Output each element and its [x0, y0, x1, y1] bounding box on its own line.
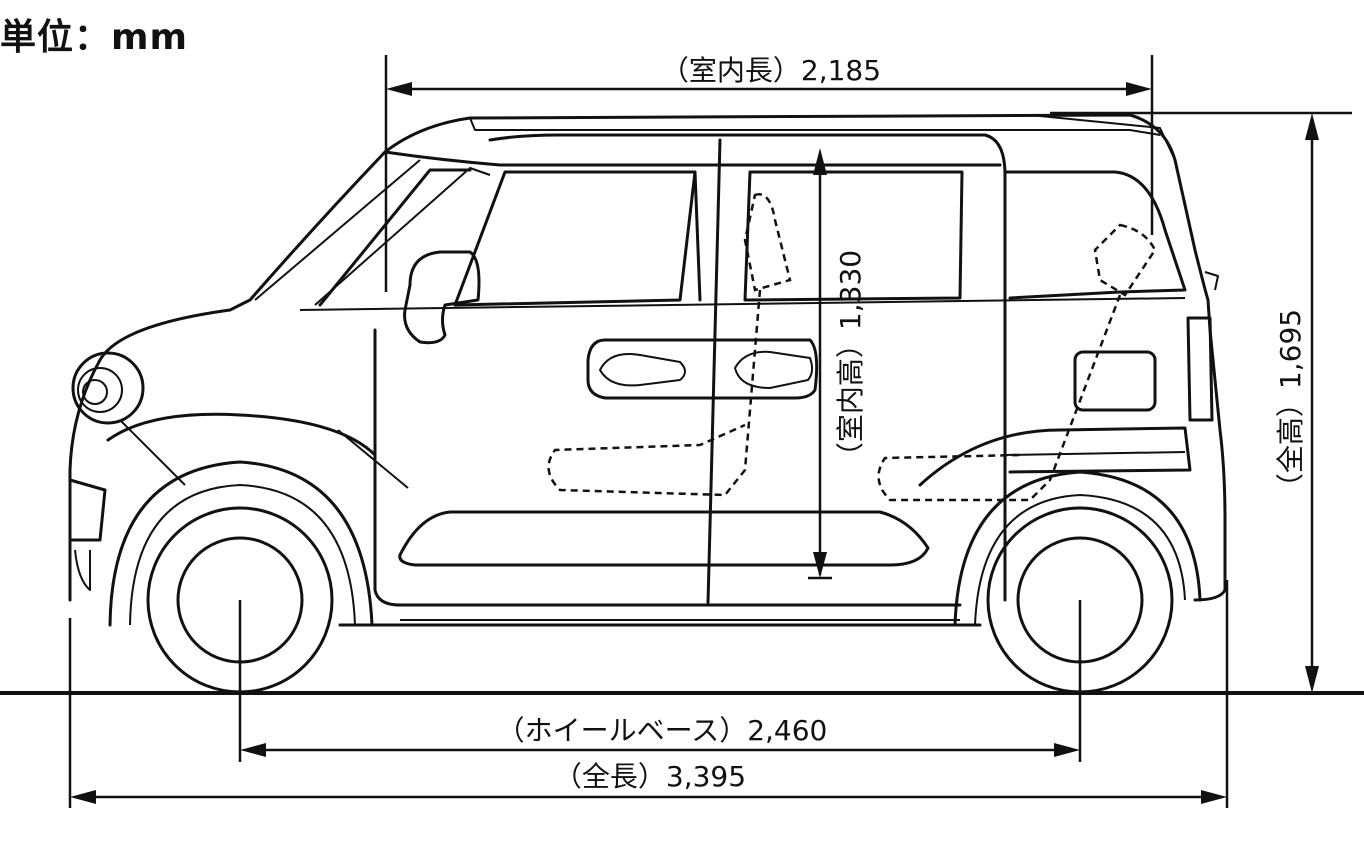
seat-outlines — [547, 193, 1157, 502]
interior-height-dimension: （室内高）1,330 — [808, 148, 867, 580]
vehicle-outline — [68, 113, 1227, 627]
wheelbase-dimension: （ホイールベース）2,460 — [238, 600, 1082, 762]
unit-label: 単位：mm — [0, 17, 189, 58]
rear-wheel-arch — [953, 470, 1202, 627]
interior-length-dimension: （室内長）2,185 — [384, 54, 1154, 292]
overall-length-label: （全長）3,395 — [554, 760, 746, 793]
overall-length-dimension: （全長）3,395 — [68, 580, 1229, 808]
overall-height-label: （全高）1,695 — [1274, 309, 1307, 501]
wheelbase-label: （ホイールベース）2,460 — [497, 714, 828, 747]
overall-height-dimension: （全高）1,695 — [1050, 111, 1352, 693]
interior-height-label: （室内高）1,330 — [834, 250, 867, 470]
interior-length-label: （室内長）2,185 — [661, 54, 881, 87]
front-wheel-arch — [108, 460, 374, 627]
